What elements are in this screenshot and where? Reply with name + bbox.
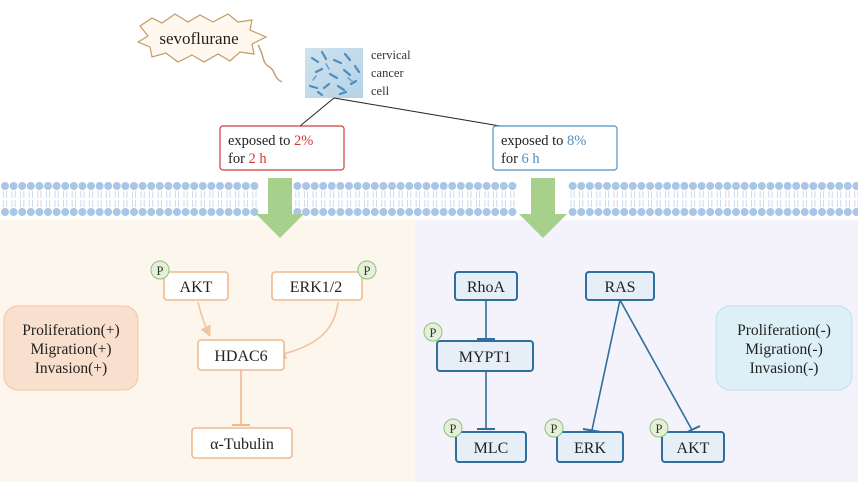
edge-ras-inhibits-erk [591, 299, 621, 431]
svg-text:AKT: AKT [677, 440, 710, 457]
node-rhoa: RhoA [454, 271, 518, 301]
sevoflurane-label: sevoflurane [159, 29, 238, 48]
svg-text:for 6 h: for 6 h [501, 151, 540, 167]
svg-text:α-Tubulin: α-Tubulin [210, 436, 274, 453]
low-dose-duration: 2 h [249, 151, 268, 167]
low-dose-for: for [228, 151, 249, 167]
low-dose-value: 2% [294, 133, 313, 149]
outcome-left: Proliferation(+) Migration(+) Invasion(+… [3, 305, 139, 391]
node-hdac6: HDAC6 [197, 339, 285, 371]
node-ras: RAS [585, 271, 655, 301]
svg-text:ERK1/2: ERK1/2 [290, 279, 342, 296]
phospho-erk-right: P [544, 418, 564, 438]
node-akt-right: AKT [661, 431, 725, 463]
outcome-left-2: Migration(+) [30, 341, 111, 358]
right-entry-arrow [519, 178, 567, 238]
svg-text:RAS: RAS [604, 279, 635, 296]
svg-text:HDAC6: HDAC6 [214, 348, 267, 365]
outcome-right-1: Proliferation(-) [737, 322, 831, 339]
svg-text:MLC: MLC [474, 440, 509, 457]
svg-text:AKT: AKT [180, 279, 213, 296]
cell-label-line-3: cell [371, 84, 390, 98]
edge-erk12-to-hdac6 [274, 301, 339, 360]
svg-text:ERK: ERK [574, 440, 606, 457]
low-dose-box: exposed to 2% for 2 h [219, 125, 345, 171]
outcome-left-3: Invasion(+) [35, 360, 107, 377]
svg-text:P: P [157, 264, 164, 278]
cell-to-low-dose-line [299, 97, 335, 127]
high-dose-for: for [501, 151, 522, 167]
phospho-erk12: P [357, 260, 377, 280]
left-entry-arrow [256, 178, 304, 238]
node-alpha-tubulin: α-Tubulin [191, 427, 293, 459]
edge-ras-inhibits-akt [619, 299, 693, 431]
node-mypt1: MYPT1 [436, 340, 534, 372]
svg-text:P: P [430, 326, 437, 340]
outcome-right-3: Invasion(-) [750, 360, 819, 377]
svg-text:RhoA: RhoA [467, 279, 506, 296]
cell-to-high-dose-line [333, 97, 501, 127]
phospho-mlc: P [443, 418, 463, 438]
outcome-right: Proliferation(-) Migration(-) Invasion(-… [715, 305, 853, 391]
node-erk-right: ERK [556, 431, 624, 463]
edge-akt-to-hdac6 [197, 301, 211, 338]
node-akt-left: AKT [163, 271, 229, 301]
low-dose-prefix: exposed to [228, 133, 294, 149]
outcome-left-1: Proliferation(+) [22, 322, 119, 339]
cell-label-line-1: cervical [371, 48, 411, 62]
high-dose-duration: 6 h [522, 151, 541, 167]
svg-text:P: P [450, 422, 457, 436]
svg-text:for 2 h: for 2 h [228, 151, 267, 167]
svg-text:P: P [656, 422, 663, 436]
high-dose-box: exposed to 8% for 6 h [492, 125, 618, 171]
cell-membrane [1, 182, 858, 216]
node-mlc: MLC [455, 431, 527, 463]
phospho-mypt1: P [423, 322, 443, 342]
svg-text:P: P [364, 264, 371, 278]
cervical-cancer-cell-image [305, 48, 363, 98]
high-dose-value: 8% [567, 133, 586, 149]
svg-text:exposed to 2%: exposed to 2% [228, 133, 313, 149]
phospho-akt-left: P [150, 260, 170, 280]
svg-text:P: P [551, 422, 558, 436]
svg-text:MYPT1: MYPT1 [459, 349, 511, 366]
phospho-akt-right: P [649, 418, 669, 438]
high-dose-prefix: exposed to [501, 133, 567, 149]
cell-label-line-2: cancer [371, 66, 404, 80]
outcome-right-2: Migration(-) [745, 341, 822, 358]
svg-text:exposed to 8%: exposed to 8% [501, 133, 586, 149]
node-erk12: ERK1/2 [271, 271, 363, 301]
sevoflurane-burst: sevoflurane [136, 13, 283, 83]
